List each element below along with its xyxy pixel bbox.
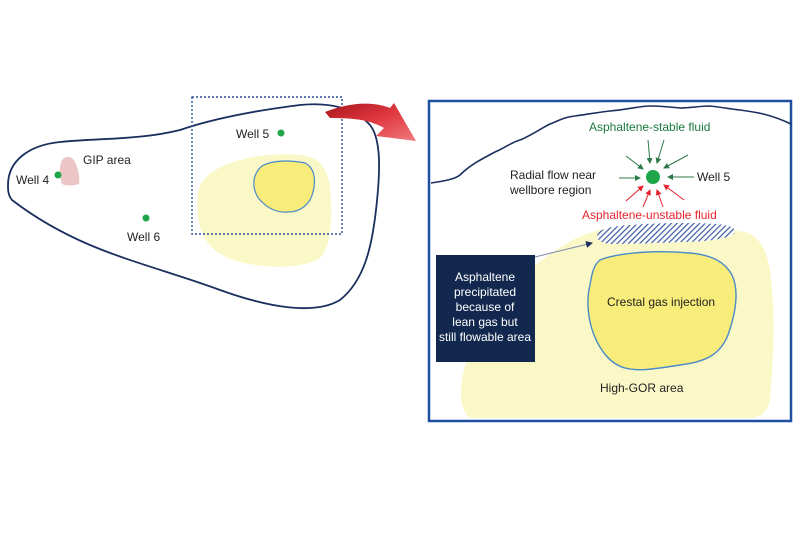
zoom-region-box: [191, 96, 343, 235]
unstable-fluid-label: Asphaltene-unstable fluid: [582, 208, 717, 222]
callout-line-5: still flowable area: [439, 330, 531, 344]
radial-flow-label-1: Radial flow near: [510, 168, 596, 182]
unstable-arrow: [625, 185, 644, 202]
reservoir-boundary: [430, 105, 792, 184]
gip-area: [59, 156, 80, 186]
callout-box: [436, 255, 535, 362]
callout-line-4: lean gas but: [452, 315, 518, 329]
stable-arrow: [663, 154, 689, 169]
unstable-flow-arrows: [625, 184, 685, 208]
well-5-label: Well 5: [236, 127, 269, 141]
stable-fluid-label: Asphaltene-stable fluid: [589, 120, 710, 134]
well-6-dot: [142, 214, 150, 222]
callout-line-1: Asphaltene: [455, 270, 515, 284]
well-5-inset-label: Well 5: [697, 170, 730, 184]
stable-arrow: [655, 139, 665, 164]
well-4-dot: [54, 171, 62, 179]
crestal-gas-injection-label: Crestal gas injection: [607, 295, 715, 309]
zoom-arrow-icon: [325, 103, 416, 141]
gas-injection-region-overview: [253, 160, 316, 213]
asphaltene-precipitate-zone: [597, 222, 736, 244]
crestal-gas-injection-region: [587, 250, 737, 371]
stable-flow-arrows: [619, 139, 694, 181]
callout-line-2: precipitated: [454, 285, 516, 299]
stable-arrow: [646, 139, 653, 164]
overview-map: Well 4 Well 5 Well 6 GIP area: [7, 96, 380, 309]
high-gor-label: High-GOR area: [600, 381, 684, 395]
callout-line-3: because of: [456, 300, 515, 314]
well-5-inset-dot: [646, 170, 660, 184]
gip-area-label: GIP area: [83, 153, 131, 167]
stable-arrow: [625, 155, 644, 170]
radial-flow-label-2: wellbore region: [509, 183, 591, 197]
well-5-dot: [277, 129, 285, 137]
callout-pointer: [534, 241, 593, 258]
well-6-label: Well 6: [127, 230, 160, 244]
inset-detail: Asphaltene precipitated because of lean …: [427, 99, 793, 423]
unstable-arrow: [642, 189, 651, 208]
unstable-arrow: [663, 184, 685, 201]
reservoir-outline: [7, 103, 380, 309]
unstable-arrow: [655, 189, 664, 208]
well-4-label: Well 4: [16, 173, 49, 187]
